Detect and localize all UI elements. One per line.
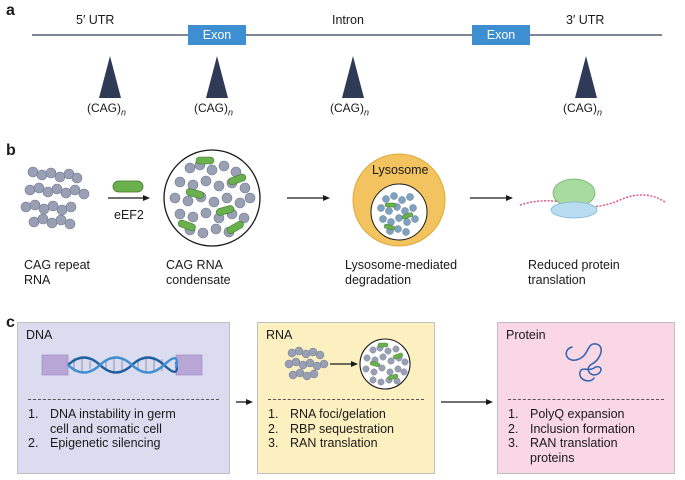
eef2-label: eEF2 [114,208,144,222]
list-item: 3.RAN translation [268,436,378,450]
rna-box-divider [268,399,424,400]
list-item: 1.RNA foci/gelation [268,407,386,421]
cag-rna-cluster [20,166,90,230]
list-item: 1.PolyQ expansion [508,407,625,421]
ribosome-small-subunit [550,201,598,219]
region-3utr-label: 3′ UTR [566,13,605,27]
polyq-protein-coil [565,343,602,382]
dna-box-divider [28,399,219,400]
list-item: 2.Epigenetic silencing [28,436,161,450]
protein-box-title: Protein [506,328,546,342]
rna-box: RNA 1.RNA foci/gelation 2.RBP sequestrat… [257,322,435,474]
cag-repeat-label-3: (CAG)n [330,101,370,118]
exon-1-box: Exon [188,25,246,45]
rna-box-list: 1.RNA foci/gelation 2.RBP sequestration … [268,407,394,451]
exon-2-box: Exon [472,25,530,45]
list-item: 2.Inclusion formation [508,421,635,436]
protein-box-divider [508,399,664,400]
panel-b-letter: b [6,142,16,159]
cag-repeat-label-2: (CAG)n [194,101,234,118]
mrna-strand [519,194,666,208]
region-intron-label: Intron [332,13,364,27]
lysosome-label: Lysosome [372,163,429,177]
eef2-protein [112,180,144,193]
list-item: 2.RBP sequestration [268,421,394,436]
dna-helix [41,354,203,376]
rna-box-title: RNA [266,328,293,342]
panel-a-letter: a [6,2,15,19]
cag-repeat-label-1: (CAG)n [87,101,127,118]
region-5utr-label: 5′ UTR [76,13,115,27]
cag-repeat-label-4: (CAG)n [563,101,603,118]
dna-box-title: DNA [26,328,53,342]
protein-box-list: 1.PolyQ expansion 2.Inclusion formation … [508,407,635,465]
panel-c-letter: c [6,314,15,331]
protein-box: Protein 1.PolyQ expansion 2.Inclusion fo… [497,322,675,474]
